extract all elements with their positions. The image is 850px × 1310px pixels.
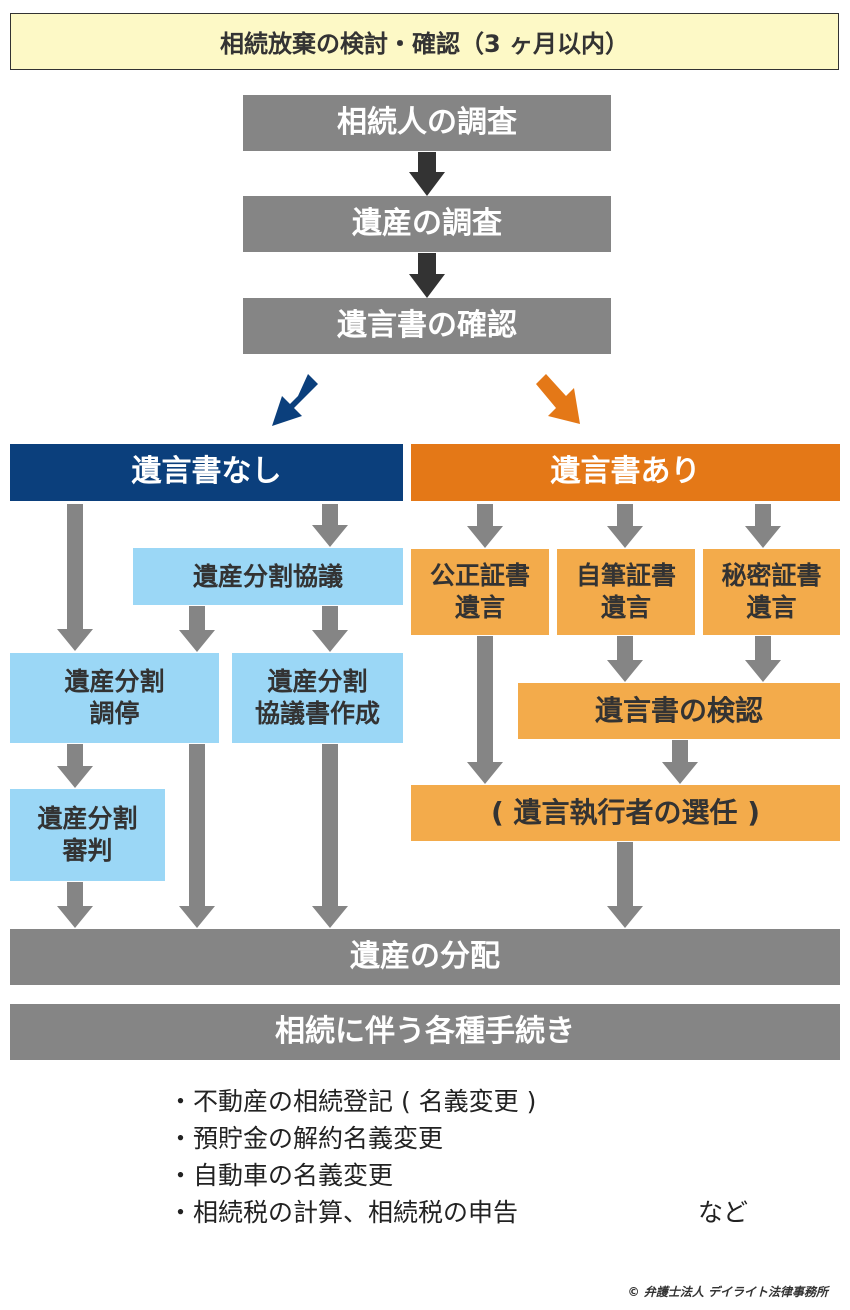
arrow-notarial-to-executor — [467, 636, 503, 784]
arrow-to-mediation — [57, 504, 93, 651]
list-item-text: ・相続税の計算、相続税の申告 — [168, 1198, 519, 1227]
arrow-to-with-will — [536, 374, 580, 424]
arrow-estate-to-will — [409, 253, 445, 298]
procedures-bar: 相続に伴う各種手続き — [10, 1004, 840, 1060]
arrow-holographic-to-probate — [607, 636, 643, 682]
arrow-document-to-distribution — [312, 744, 348, 928]
secret-will-box: 秘密証書 遺言 — [703, 549, 840, 635]
division-agreement-box: 遺産分割協議 — [133, 548, 403, 605]
arrow-agreement-to-mediation — [179, 606, 215, 652]
with-will-header: 遺言書あり — [411, 444, 840, 501]
list-item: ・自動車の名義変更 — [168, 1161, 394, 1190]
arrow-to-notarial — [467, 504, 503, 548]
no-will-header: 遺言書なし — [10, 444, 403, 501]
arrow-probate-to-executor — [662, 740, 698, 784]
executor-appointment-box: ( 遺言執行者の選任 ) — [411, 785, 840, 841]
arrow-adjudication-to-distribution — [57, 882, 93, 928]
arrow-heir-to-estate — [409, 152, 445, 196]
page-title: 相続放棄の検討・確認（3 ヶ月以内） — [10, 13, 839, 70]
procedures-list: ・不動産の相続登記 ( 名義変更 ) ・預貯金の解約名義変更 ・自動車の名義変更… — [168, 1083, 788, 1231]
arrow-mediation-to-distribution — [179, 744, 215, 928]
list-item: ・預貯金の解約名義変更 — [168, 1124, 444, 1153]
step-estate-survey: 遺産の調査 — [243, 196, 611, 252]
arrow-secret-to-probate — [745, 636, 781, 682]
copyright: © 弁護士法人 デイライト法律事務所 — [627, 1285, 828, 1299]
arrow-to-holographic — [607, 504, 643, 548]
arrow-to-division-agreement — [312, 504, 348, 547]
estate-distribution-bar: 遺産の分配 — [10, 929, 840, 985]
etc-label: など — [698, 1198, 749, 1227]
arrow-to-secret — [745, 504, 781, 548]
arrow-mediation-to-adjudication — [57, 744, 93, 788]
arrow-executor-to-distribution — [607, 842, 643, 928]
will-probate-box: 遺言書の検認 — [518, 683, 840, 739]
arrow-agreement-to-document — [312, 606, 348, 652]
arrow-to-no-will — [272, 374, 318, 426]
list-item: ・不動産の相続登記 ( 名義変更 ) — [168, 1087, 537, 1116]
agreement-document-box: 遺産分割 協議書作成 — [232, 653, 403, 743]
holographic-will-box: 自筆証書 遺言 — [557, 549, 695, 635]
division-adjudication-box: 遺産分割 審判 — [10, 789, 165, 881]
division-mediation-box: 遺産分割 調停 — [10, 653, 219, 743]
step-heir-survey: 相続人の調査 — [243, 95, 611, 151]
notarial-will-box: 公正証書 遺言 — [411, 549, 549, 635]
step-will-check: 遺言書の確認 — [243, 298, 611, 354]
list-item: ・相続税の計算、相続税の申告 など — [168, 1194, 788, 1231]
